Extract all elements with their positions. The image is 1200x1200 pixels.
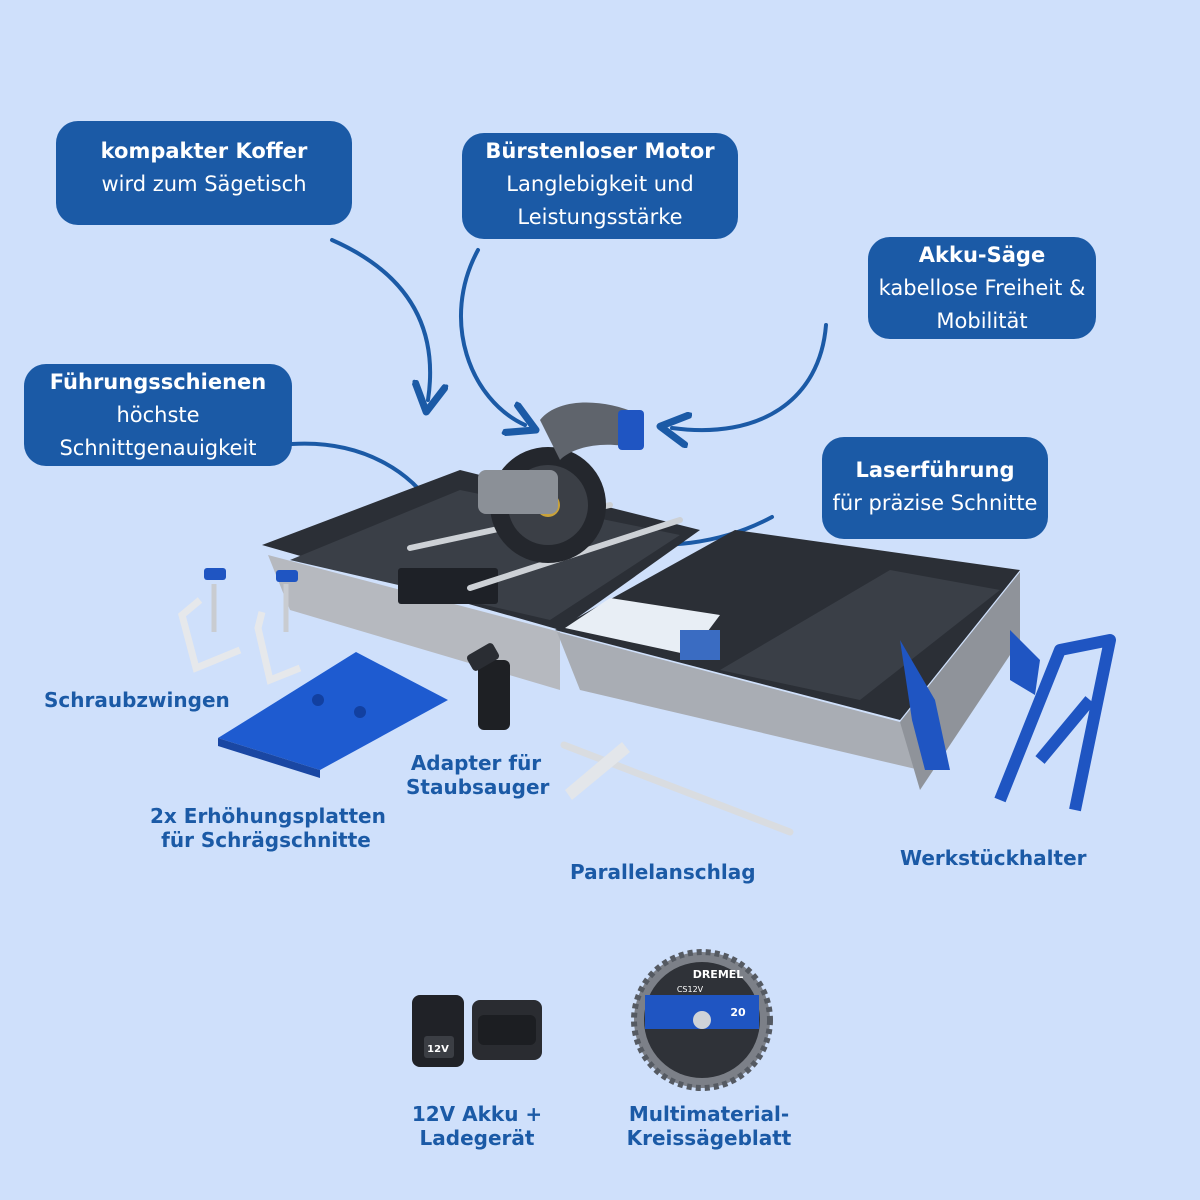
label-line: Multimaterial- — [628, 1102, 790, 1126]
label-parallelanschlag: Parallelanschlag — [570, 860, 756, 884]
label-line: 12V Akku + — [411, 1102, 543, 1126]
case-right — [555, 530, 1040, 790]
vacuum-adapter — [466, 643, 510, 730]
label-line: Ladegerät — [419, 1126, 535, 1150]
saw-blade: DREMEL CS12V 20 — [631, 949, 773, 1091]
label-text: Werkstückhalter — [900, 846, 1087, 870]
callout-kompakter-koffer: kompakter Koffer wird zum Sägetisch — [56, 121, 352, 225]
callout-buerstenloser-motor: Bürstenloser Motor Langlebigkeit und Lei… — [462, 133, 738, 239]
label-line: Kreissägeblatt — [626, 1126, 792, 1150]
label-text: Parallelanschlag — [570, 860, 756, 884]
label-kreissaegeblatt: Multimaterial- Kreissägeblatt — [624, 1102, 794, 1150]
label-werkstueckhalter: Werkstückhalter — [900, 846, 1087, 870]
elevation-plate — [218, 652, 448, 778]
battery-charger: 12V — [412, 995, 542, 1067]
callout-title: Führungsschienen — [49, 370, 267, 394]
label-akku-ladegeraet: 12V Akku + Ladegerät — [406, 1102, 548, 1150]
callout-title: Laserführung — [855, 458, 1015, 482]
label-line: Staubsauger — [406, 775, 550, 799]
callout-line: Leistungsstärke — [517, 205, 683, 229]
label-erhoehungsplatten: 2x Erhöhungsplatten für Schrägschnitte — [150, 804, 386, 852]
callout-line: für präzise Schnitte — [832, 491, 1038, 515]
callout-line: höchste — [116, 403, 200, 427]
label-line: 2x Erhöhungsplatten — [150, 804, 386, 828]
callout-line: Mobilität — [936, 309, 1028, 333]
label-schraubzwingen: Schraubzwingen — [44, 688, 230, 712]
callout-line: Langlebigkeit und — [506, 172, 694, 196]
callout-line: Schnittgenauigkeit — [59, 436, 257, 460]
callout-akku-saege: Akku-Säge kabellose Freiheit & Mobilität — [868, 237, 1096, 339]
callout-line: wird zum Sägetisch — [101, 172, 307, 196]
arrow-motor — [458, 248, 525, 425]
parallel-stop — [560, 741, 794, 836]
label-line: Adapter für — [410, 751, 542, 775]
label-text: Schraubzwingen — [44, 688, 230, 712]
blade-teeth-text: 20 — [730, 1006, 746, 1019]
screw-clamps — [178, 584, 302, 685]
label-adapter-staubsauger: Adapter für Staubsauger — [406, 751, 550, 799]
callout-title: Akku-Säge — [918, 243, 1046, 267]
callout-title: kompakter Koffer — [100, 139, 308, 163]
callout-laserfuehrung: Laserführung für präzise Schnitte — [822, 437, 1048, 539]
blade-brand-text: DREMEL — [693, 968, 744, 981]
callout-title: Bürstenloser Motor — [485, 139, 715, 163]
workpiece-holder — [994, 634, 1116, 812]
blade-model-text: CS12V — [677, 985, 704, 994]
arrow-koffer — [330, 238, 430, 400]
callout-line: kabellose Freiheit & — [878, 276, 1086, 300]
battery-voltage-text: 12V — [427, 1044, 449, 1055]
callout-fuehrungsschienen: Führungsschienen höchste Schnittgenauigk… — [24, 364, 292, 466]
arrow-akku — [672, 323, 828, 430]
circular-saw — [478, 402, 644, 563]
label-line: für Schrägschnitte — [161, 828, 371, 852]
